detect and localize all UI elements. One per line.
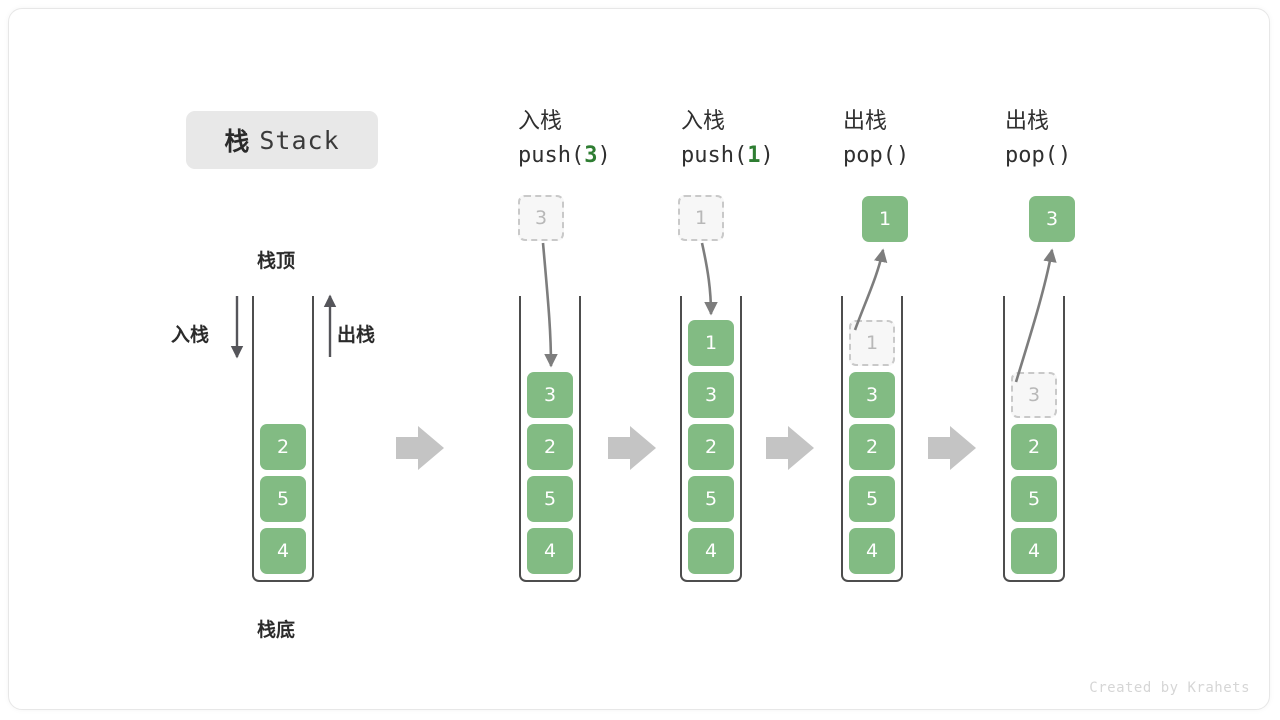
stack-cell: 2 [849, 424, 895, 470]
label-push-side: 入栈 [171, 324, 210, 346]
op-label-code: push(3) [518, 143, 611, 168]
stack-container-push-1 [680, 296, 742, 582]
op-arg: 1 [747, 143, 761, 168]
stack-container-push-3 [519, 296, 581, 582]
op-label-cn: 入栈 [518, 109, 563, 134]
popped-value-cell: 1 [862, 196, 908, 242]
op-label-cn: 出栈 [843, 109, 888, 134]
stack-cell: 3 [849, 372, 895, 418]
op-arg: 3 [584, 143, 598, 168]
op-label-cn: 出栈 [1005, 109, 1050, 134]
stack-cell: 2 [260, 424, 306, 470]
op-label-cn: 入栈 [681, 109, 726, 134]
stack-cell: 3 [688, 372, 734, 418]
stack-cell: 4 [527, 528, 573, 574]
ghost-cell-removed: 3 [1011, 372, 1057, 418]
stack-cell: 4 [849, 528, 895, 574]
stack-container-initial [252, 296, 314, 582]
op-label-code: pop() [1005, 143, 1072, 168]
label-pop-side: 出栈 [337, 324, 376, 346]
stack-cell: 2 [1011, 424, 1057, 470]
ghost-cell-incoming: 1 [678, 195, 724, 241]
op-header-push-1: 入栈 push(1) [681, 105, 851, 173]
label-stack-top: 栈顶 [257, 250, 296, 272]
stack-container-pop-1 [841, 296, 903, 582]
ghost-cell-incoming: 3 [518, 195, 564, 241]
ghost-cell-removed: 1 [849, 320, 895, 366]
op-label-code: pop() [843, 143, 910, 168]
diagram-title-chip: 栈 Stack [186, 111, 378, 169]
op-label-code: push(1) [681, 143, 774, 168]
stack-cell: 2 [688, 424, 734, 470]
stack-cell: 2 [527, 424, 573, 470]
stack-cell: 5 [260, 476, 306, 522]
stack-cell: 4 [1011, 528, 1057, 574]
op-header-push-3: 入栈 push(3) [518, 105, 688, 173]
stack-cell: 5 [1011, 476, 1057, 522]
stack-cell: 4 [260, 528, 306, 574]
op-header-pop-1: 出栈 pop() [843, 105, 1013, 173]
stack-cell: 5 [849, 476, 895, 522]
title-en: Stack [259, 125, 340, 155]
stack-cell: 5 [688, 476, 734, 522]
stack-cell: 3 [527, 372, 573, 418]
stack-cell: 1 [688, 320, 734, 366]
watermark-credit: Created by Krahets [1089, 680, 1250, 696]
op-header-pop-3: 出栈 pop() [1005, 105, 1175, 173]
stack-cell: 5 [527, 476, 573, 522]
stack-container-pop-3 [1003, 296, 1065, 582]
stack-cell: 4 [688, 528, 734, 574]
popped-value-cell: 3 [1029, 196, 1075, 242]
label-stack-bottom: 栈底 [257, 619, 296, 641]
title-cn: 栈 [224, 127, 250, 156]
